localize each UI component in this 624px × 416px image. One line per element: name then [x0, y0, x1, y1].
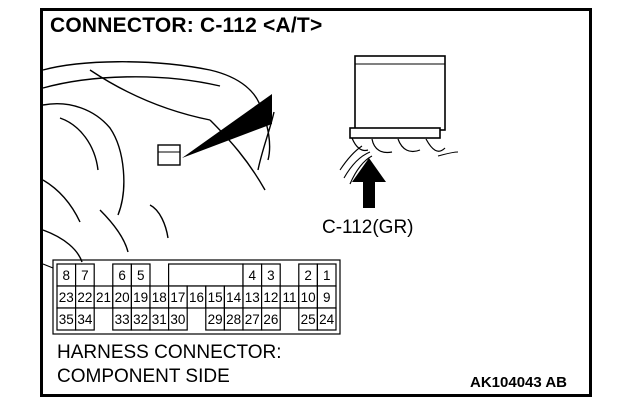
- component-with-connector: [339, 55, 459, 185]
- pin-number: 9: [323, 290, 331, 305]
- pin-number: 20: [115, 290, 130, 305]
- pin-number: 18: [152, 290, 167, 305]
- pin-number: 32: [133, 312, 148, 327]
- pin-cell: [316, 307, 337, 331]
- dashboard-illustration: [42, 61, 275, 263]
- pin-number: 34: [77, 312, 93, 327]
- pin-number: 8: [63, 268, 71, 283]
- pin-number: 26: [263, 312, 278, 327]
- pin-number: 23: [59, 290, 74, 305]
- pin-number: 1: [323, 268, 331, 283]
- pin-number: 13: [245, 290, 260, 305]
- pin-number: 30: [170, 312, 185, 327]
- pin-number: 10: [301, 290, 316, 305]
- pin-cell: [261, 307, 281, 331]
- pin-number: 6: [118, 268, 126, 283]
- pin-number: 25: [301, 312, 316, 327]
- dashboard-connector-location: [157, 94, 272, 166]
- pin-number: 33: [115, 312, 130, 327]
- pin-number: 4: [249, 268, 257, 283]
- connector-body: [52, 259, 341, 335]
- diagram-frame: [40, 8, 592, 397]
- pin-number: 24: [319, 312, 335, 327]
- pin-number: 28: [226, 312, 241, 327]
- caption-line-2: COMPONENT SIDE: [57, 366, 230, 387]
- pin-number: 3: [267, 268, 275, 283]
- pin-number: 12: [263, 290, 278, 305]
- caption-line-1: HARNESS CONNECTOR:: [57, 342, 282, 363]
- pin-number: 17: [170, 290, 185, 305]
- pin-number: 27: [245, 312, 260, 327]
- pin-number: 7: [81, 268, 89, 283]
- connector-latch: [168, 263, 244, 287]
- pin-cell: [168, 307, 188, 331]
- pin-number: 29: [208, 312, 223, 327]
- pin-number: 14: [226, 290, 242, 305]
- pin-number: 16: [189, 290, 204, 305]
- pin-number: 11: [282, 290, 296, 305]
- pin-number: 5: [137, 268, 145, 283]
- pin-number: 15: [208, 290, 223, 305]
- pin-number: 2: [304, 268, 312, 283]
- pin-number: 22: [77, 290, 92, 305]
- arrow-icon: [352, 158, 386, 208]
- pin-number: 31: [152, 312, 167, 327]
- pin-number: 21: [96, 290, 111, 305]
- connector-callout-label: C-112(GR): [322, 217, 414, 238]
- pin-number: 19: [133, 290, 148, 305]
- pin-cell: [74, 307, 95, 331]
- pin-number: 35: [59, 312, 74, 327]
- diagram-title: CONNECTOR: C-112 <A/T>: [50, 14, 323, 37]
- connector-hook: [42, 263, 54, 269]
- reference-code: AK104043 AB: [470, 374, 567, 391]
